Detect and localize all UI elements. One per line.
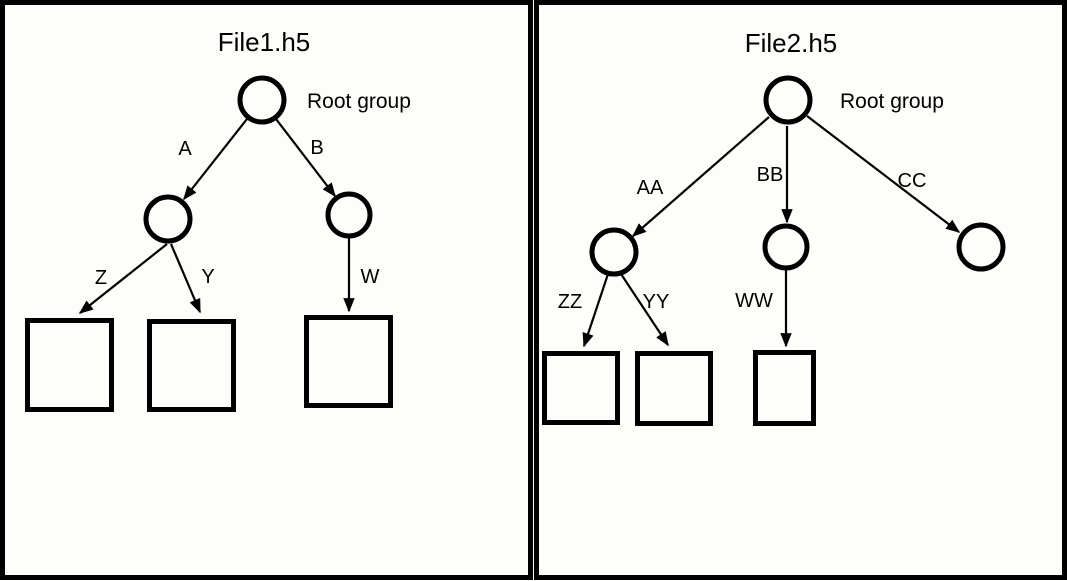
link-arrow-z [78, 243, 168, 314]
link-arrow-cc [806, 115, 961, 233]
dataset-node [147, 319, 236, 412]
panel-title: File2.h5 [745, 28, 838, 58]
dataset-node [25, 318, 114, 412]
root-group-node [237, 75, 287, 125]
link-arrow-zz [582, 273, 610, 348]
panel-title: File1.h5 [218, 27, 311, 57]
group-node [589, 227, 639, 277]
link-label-yy: YY [643, 291, 670, 313]
root-group-node [763, 75, 813, 125]
panel-file2: File2.h5 Root group AA BB CC ZZ YY [534, 0, 1067, 580]
link-label-zz: ZZ [558, 291, 582, 313]
dataset-node [304, 315, 393, 408]
link-label-z: Z [95, 267, 107, 289]
link-arrow-aa [631, 116, 770, 237]
link-label-a: A [178, 138, 192, 160]
link-label-w: W [361, 266, 380, 288]
dataset-node [542, 351, 620, 425]
link-label-bb: BB [757, 164, 784, 186]
link-label-cc: CC [898, 170, 927, 192]
link-label-ww: WW [735, 290, 773, 312]
link-label-y: Y [201, 266, 214, 288]
link-arrow-a [183, 118, 248, 201]
root-group-label: Root group [840, 90, 944, 113]
panel-file2-border [534, 0, 1067, 580]
group-node [325, 191, 373, 239]
group-node [956, 222, 1006, 272]
dataset-node [635, 351, 713, 426]
group-node [143, 194, 193, 244]
root-group-label: Root group [307, 90, 411, 113]
link-arrow-b [275, 118, 336, 198]
link-arrow-y [169, 243, 202, 314]
link-label-b: B [310, 137, 323, 159]
link-arrow-yy [620, 273, 669, 347]
dataset-node [753, 350, 816, 426]
link-label-aa: AA [637, 177, 664, 199]
panel-file1: File1.h5 Root group A B Z Y W [0, 0, 533, 580]
group-node [762, 223, 810, 271]
